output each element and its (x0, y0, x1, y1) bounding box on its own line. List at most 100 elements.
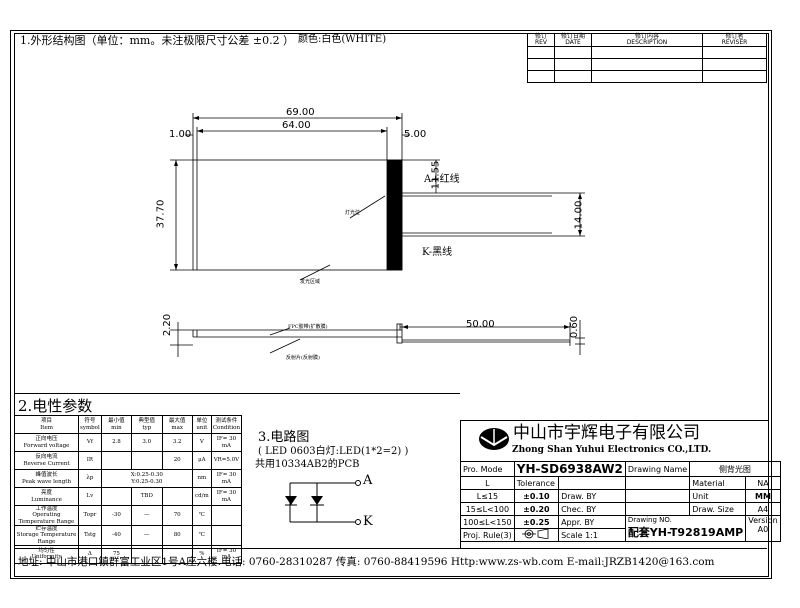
row-sym: Lv (78, 487, 102, 506)
hdr-min-en: min (111, 424, 122, 431)
tol-header: Tolerance (513, 476, 560, 490)
row-item-cn: 均匀性 (38, 548, 55, 555)
row-typ (131, 544, 163, 564)
section-divider (14, 393, 460, 394)
row-typ: 3.0 (131, 433, 163, 452)
row-unit: ℃ (191, 524, 212, 546)
footer-address: 地址: 中山市港口镇群富工业区1号A座六楼.电话: 0760-28310287 … (18, 556, 715, 568)
row-cond (210, 524, 243, 546)
reviser-header-cn: 修订者 (725, 33, 744, 40)
row-unit: μA (191, 451, 212, 470)
tol-header-l: L (460, 476, 515, 490)
company-logo (479, 428, 509, 450)
row-max: 20 (161, 451, 193, 470)
row-typ: — (131, 505, 163, 526)
rev-header-en: REV (534, 39, 548, 46)
row-min (100, 487, 133, 506)
row-cond (210, 505, 243, 526)
chec-by-label: Chec. BY (558, 502, 626, 516)
inner-border (14, 33, 769, 577)
circuit-diagram (285, 480, 361, 525)
row-item-cn: 峰值波长 (35, 472, 58, 479)
row-item-en: Uniformity (31, 554, 62, 561)
row-item-en: Operating Temperature Range (18, 512, 75, 525)
row-unit: V (191, 433, 212, 452)
circuit-line2: 共用10334AB2的PCB (255, 459, 360, 470)
dim-50: 50.00 (466, 319, 495, 330)
row-max: 3.2 (161, 433, 193, 452)
outer-border (10, 30, 772, 579)
tol-value-3: ±0.25 (513, 515, 560, 529)
pro-mode-label: Pro. Mode (460, 461, 515, 477)
row-item-cn: 反向电流 (35, 454, 58, 461)
hdr-unit-en: unit (196, 424, 208, 431)
row-item-cn: 贮存温度 (35, 525, 58, 532)
row-item-cn: 工作温度 (35, 506, 58, 512)
drawing-no-label: Drawing NO. (627, 516, 672, 525)
tol-range-3: 100≤L<150 (460, 515, 515, 529)
row-cond: IF= 30 mA (210, 469, 243, 488)
hdr-sym-cn: 符号 (84, 418, 96, 425)
tol-range-1: L≤15 (460, 489, 515, 503)
draw-size-label: Draw. Size (689, 502, 747, 516)
row-cond: VR=5.0V (210, 451, 243, 470)
hdr-min-cn: 最小值 (108, 418, 125, 425)
appr-by-label: Appr. BY (558, 515, 626, 529)
row-item-en: Luminance (31, 496, 62, 503)
row-item-cn: 正向电压 (35, 436, 58, 443)
row-unit: ℃ (191, 505, 212, 526)
drawing-name-label: Drawing Name (624, 461, 691, 477)
tol-value-2: ±0.20 (513, 502, 560, 516)
wire-k-label: K-黑线 (422, 247, 453, 258)
row-min: -30 (100, 505, 133, 526)
dim-0-6: 0.60 (569, 315, 581, 339)
row-item-en: Reverse Current (23, 460, 70, 467)
desc-header-en: DESCRIPTION (626, 39, 668, 46)
desc-header-cn: 修订内容 (634, 33, 659, 40)
row-x-range: X:0.25-0.30 (130, 472, 163, 479)
dim-14: 14.00 (573, 200, 585, 230)
company-name-cn: 中山市宇辉电子有限公司 (513, 423, 700, 443)
row-sym: Topr (78, 505, 102, 526)
hdr-cond-en: Condition (212, 424, 240, 431)
circuit-line1: ( LED 0603白灯:LED(1*2=2) ) (258, 446, 409, 457)
version-value: A0 (757, 525, 769, 534)
wire-a-label: A+红线 (424, 174, 460, 185)
row-item-en: Peak wave length (22, 478, 71, 485)
row-typ (131, 451, 163, 470)
outline-drawing (170, 113, 585, 357)
dim-37-7: 37.70 (155, 199, 167, 229)
unit-value: MM (745, 489, 781, 503)
row-min: 2.8 (100, 433, 133, 452)
row-item-en: Forward voltage (23, 442, 70, 449)
color-label: 颜色:白色(WHITE) (298, 34, 387, 45)
row-item-en: Storage Temperature Range (16, 532, 77, 545)
note-tape: FPC胶带(扩散膜) (288, 324, 328, 330)
row-cond: IF= 30 mA (210, 487, 243, 506)
proj-rule-label: Proj. Rule(3) (460, 528, 515, 542)
hdr-cond-cn: 测试条件 (215, 418, 238, 425)
drawing-name-value: 侧背光图 (689, 461, 781, 477)
hdr-typ-cn: 典型值 (138, 418, 156, 425)
row-unit: cd/m (191, 487, 212, 506)
projection-symbol-icon (513, 528, 560, 542)
led-diodes (285, 496, 323, 505)
backlight-body (192, 159, 403, 271)
drawing-no-value: 配套YH-T92819AMP (627, 526, 744, 539)
row-min: -40 (100, 524, 133, 546)
hdr-item-cn: 项目 (41, 418, 53, 425)
row-unit: nm (191, 469, 212, 488)
row-item-cn: 亮度 (41, 490, 53, 497)
row-min (100, 451, 133, 470)
scale-value: 1:1 (585, 530, 599, 540)
hdr-sym-en: symbol (80, 424, 100, 431)
row-max (161, 487, 193, 506)
rev-header-cn: 修订 (534, 33, 547, 40)
